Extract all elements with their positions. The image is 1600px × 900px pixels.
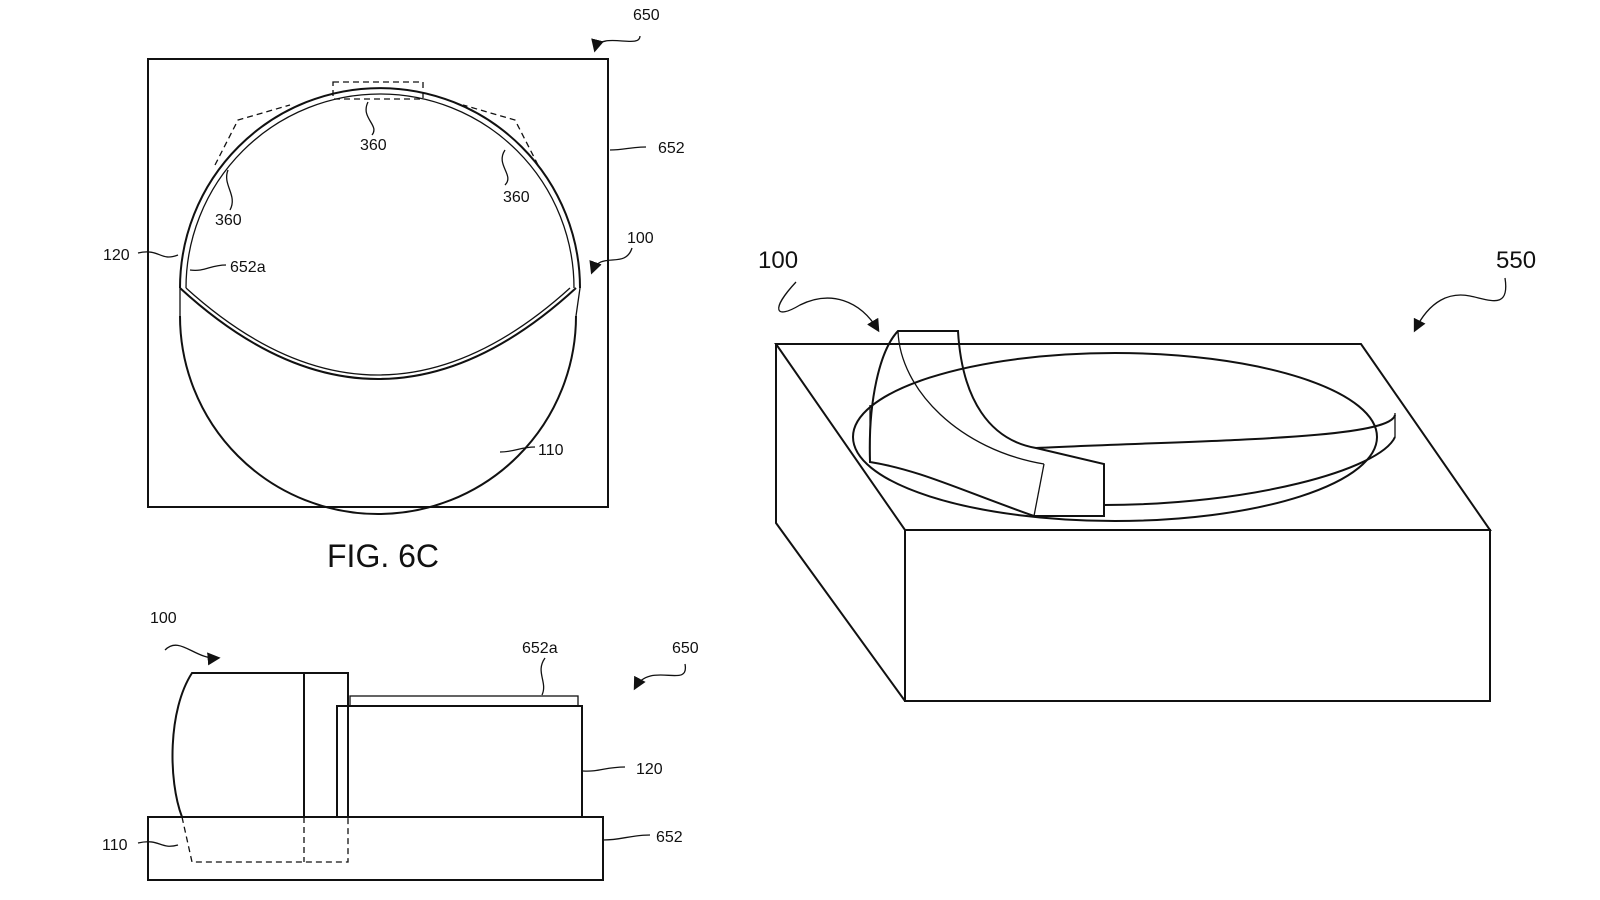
- label-652a: 652a: [230, 259, 266, 276]
- label-652: 652: [658, 140, 685, 157]
- figure-caption: FIG. 6C: [327, 538, 439, 574]
- region-360-right: [462, 104, 539, 166]
- tray-652-outline: [147, 58, 609, 508]
- label-110: 110: [538, 442, 564, 459]
- side-view: 100 652a 650 120 652 110: [102, 610, 699, 881]
- region-360-left: [214, 104, 291, 166]
- label-650: 650: [633, 7, 660, 24]
- side-label-100: 100: [150, 610, 177, 627]
- region-360-top: [332, 81, 424, 100]
- iso-label-100: 100: [758, 247, 798, 274]
- label-360-right: 360: [503, 189, 530, 206]
- fig-6c-top-view: 650 652 360 360 360 120 652a 100 110 FIG…: [103, 7, 685, 574]
- side-label-110: 110: [102, 837, 128, 854]
- band-120-side: [336, 705, 583, 818]
- charger-top-face: [774, 343, 1492, 531]
- label-100: 100: [627, 230, 654, 247]
- device-side: [171, 672, 349, 818]
- iso-label-550: 550: [1496, 247, 1536, 274]
- tray-652-side: [147, 816, 604, 881]
- label-360-top: 360: [360, 137, 387, 154]
- band-120-outer: [179, 87, 581, 289]
- side-label-652a: 652a: [522, 640, 558, 657]
- charger-left-face: [775, 344, 906, 702]
- side-label-652: 652: [656, 829, 683, 846]
- device-110-bottom: [179, 315, 577, 515]
- device-100-iso: [868, 330, 1105, 517]
- charger-front-face: [904, 529, 1491, 702]
- inner-opening-652a: [179, 287, 577, 380]
- charger-recess: [852, 352, 1378, 522]
- isometric-view: 100 550: [758, 247, 1536, 702]
- side-label-120: 120: [636, 761, 663, 778]
- label-120: 120: [103, 247, 130, 264]
- side-label-650: 650: [672, 640, 699, 657]
- opening-652a-side: [349, 695, 579, 707]
- label-360-left: 360: [215, 212, 242, 229]
